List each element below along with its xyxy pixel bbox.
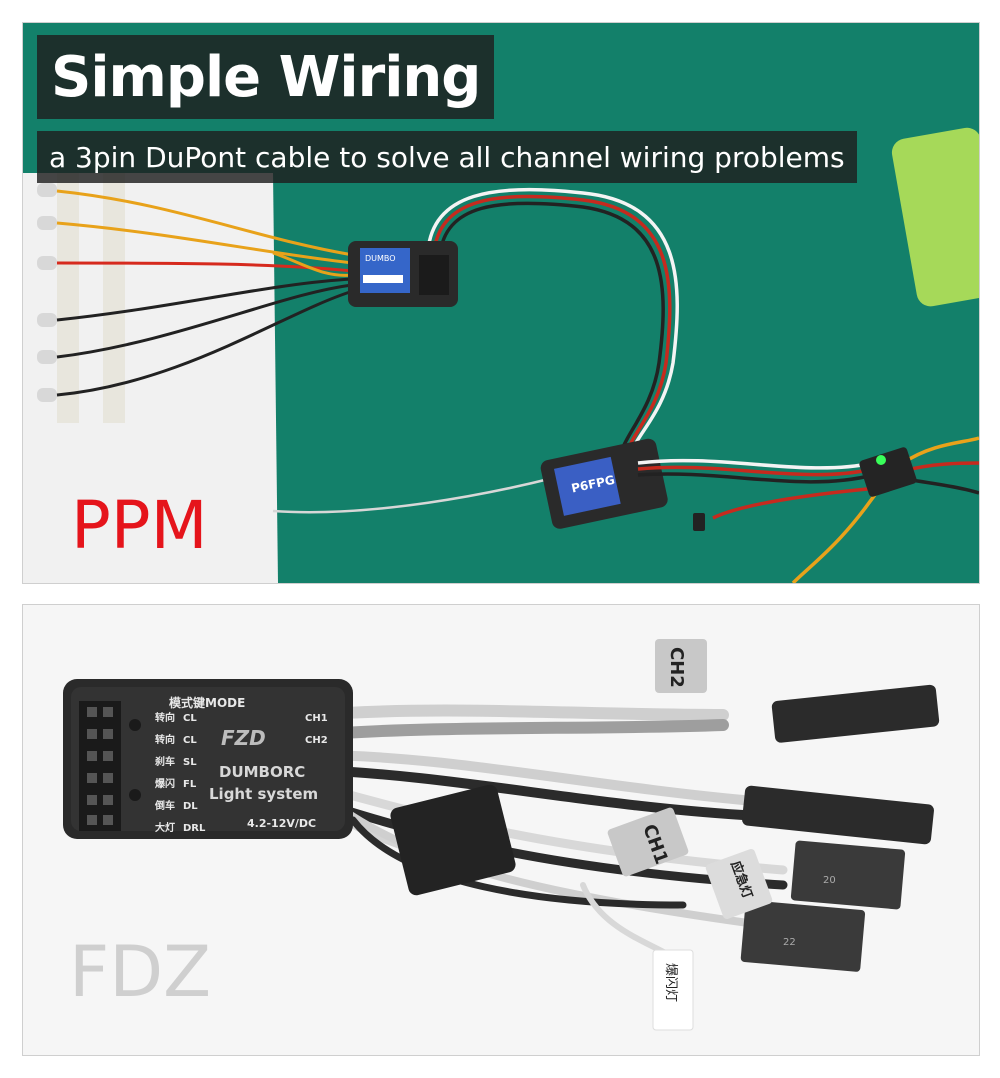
svg-text:20: 20 (823, 875, 836, 886)
servo-cable (426, 187, 679, 468)
svg-text:DUMBO: DUMBO (365, 254, 396, 263)
svg-text:转向: 转向 (155, 733, 175, 746)
svg-text:DL: DL (183, 801, 198, 812)
svg-text:模式键MODE: 模式键MODE (169, 695, 245, 710)
cable-tags: CH2 CH1 应急灯 爆闪灯 (607, 639, 773, 1031)
svg-text:倒车: 倒车 (154, 799, 175, 812)
ppm-module: DUMBO (348, 241, 458, 307)
svg-text:爆闪灯: 爆闪灯 (663, 963, 678, 1002)
svg-text:爆闪: 爆闪 (155, 777, 175, 790)
ppm-wiring-photo: DUMBO P6FPG (23, 127, 979, 583)
svg-text:DRL: DRL (183, 823, 206, 834)
connectors: 20 22 (390, 684, 940, 972)
page-title: Simple Wiring (51, 44, 481, 110)
green-led (876, 455, 886, 465)
svg-text:22: 22 (783, 937, 796, 948)
title-banner: Simple Wiring (37, 35, 495, 119)
svg-text:CL: CL (183, 713, 197, 724)
led-wires (56, 189, 354, 397)
fdz-cables (307, 704, 788, 968)
subtitle-banner: a 3pin DuPont cable to solve all channel… (37, 131, 857, 183)
led-row (37, 173, 125, 423)
svg-text:CH2: CH2 (305, 735, 328, 746)
output-cables (637, 436, 979, 583)
receiver-module: P6FPG (540, 438, 668, 529)
svg-text:SL: SL (183, 757, 197, 768)
fdz-device-photo: 20 22 CH2 CH1 应急灯 爆闪灯 (63, 639, 940, 1031)
svg-text:Light system: Light system (209, 785, 318, 803)
ppm-photo-panel: DUMBO P6FPG Simple Wiring (22, 22, 980, 584)
svg-text:FZD: FZD (221, 726, 266, 750)
svg-text:CH1: CH1 (305, 713, 328, 724)
page-subtitle: a 3pin DuPont cable to solve all channel… (49, 140, 845, 174)
svg-text:刹车: 刹车 (155, 755, 175, 768)
ppm-label: PPM (71, 487, 208, 564)
svg-text:CH2: CH2 (666, 647, 687, 688)
svg-text:大灯: 大灯 (155, 821, 175, 834)
svg-text:CL: CL (183, 735, 197, 746)
white-paper-area (23, 173, 278, 583)
light-board (859, 447, 917, 497)
switch-plug (693, 513, 705, 531)
svg-text:4.2-12V/DC: 4.2-12V/DC (247, 817, 316, 830)
fdz-photo-panel: 20 22 CH2 CH1 应急灯 爆闪灯 (22, 604, 980, 1056)
svg-text:FL: FL (183, 779, 197, 790)
svg-text:DUMBORC: DUMBORC (219, 763, 305, 781)
fdz-controller: 模式键MODE 转向 CL 转向 CL 刹车 SL 爆闪 FL 倒车 DL 大灯… (63, 679, 353, 839)
green-battery (891, 127, 979, 307)
svg-text:转向: 转向 (155, 711, 175, 724)
fdz-label: FDZ (69, 931, 212, 1013)
antenna-cable (272, 476, 554, 514)
